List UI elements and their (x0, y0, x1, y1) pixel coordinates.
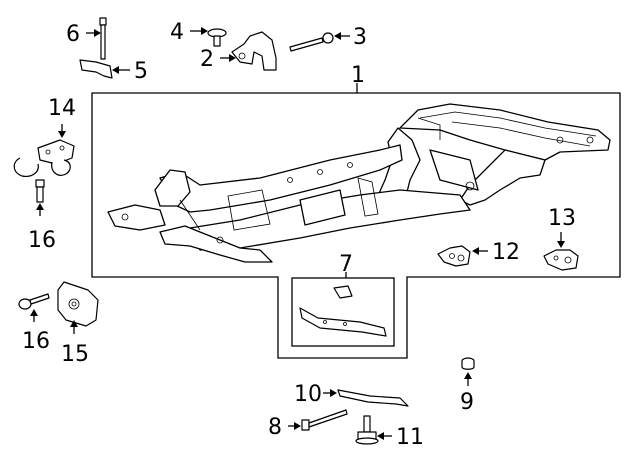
bracket-icon[interactable] (231, 31, 277, 71)
bolt-icon[interactable] (18, 293, 50, 310)
rivet-icon[interactable] (207, 28, 227, 47)
callout-15[interactable]: 15 (61, 342, 89, 367)
callout-10[interactable]: 10 (294, 382, 322, 407)
bracket-icon[interactable] (437, 245, 471, 267)
reinforcement-icon[interactable] (337, 389, 409, 407)
bolt-icon[interactable] (35, 179, 45, 203)
crossmember-icon[interactable] (299, 285, 387, 337)
callout-8[interactable]: 8 (268, 415, 282, 440)
tow-hook-icon[interactable] (13, 139, 75, 177)
callout-2[interactable]: 2 (200, 47, 214, 72)
callout-14[interactable]: 14 (48, 96, 76, 121)
callout-1[interactable]: 1 (351, 63, 365, 88)
callout-9[interactable]: 9 (460, 390, 474, 415)
callout-16-lower[interactable]: 16 (22, 329, 50, 354)
long-bolt-icon[interactable] (99, 17, 107, 60)
callout-5[interactable]: 5 (134, 59, 148, 84)
crossmember-inset-box (291, 272, 395, 347)
callout-12[interactable]: 12 (492, 240, 520, 265)
flange-bolt-icon[interactable] (355, 415, 379, 445)
bushing-icon[interactable] (461, 357, 475, 370)
callout-11[interactable]: 11 (396, 425, 424, 450)
frame-assembly-icon[interactable] (107, 103, 611, 263)
callout-6[interactable]: 6 (66, 22, 80, 47)
callout-13[interactable]: 13 (548, 206, 576, 231)
bolt-icon[interactable] (301, 409, 348, 431)
callout-7[interactable]: 7 (339, 252, 353, 277)
bolt-icon[interactable] (289, 32, 334, 52)
strap-icon[interactable] (79, 59, 113, 79)
callout-3[interactable]: 3 (353, 25, 367, 50)
callout-16-upper[interactable]: 16 (28, 228, 56, 253)
bracket-icon[interactable] (543, 249, 579, 271)
frame-assembly-box (91, 83, 621, 359)
callout-4[interactable]: 4 (170, 20, 184, 45)
mount-bracket-icon[interactable] (57, 281, 99, 327)
